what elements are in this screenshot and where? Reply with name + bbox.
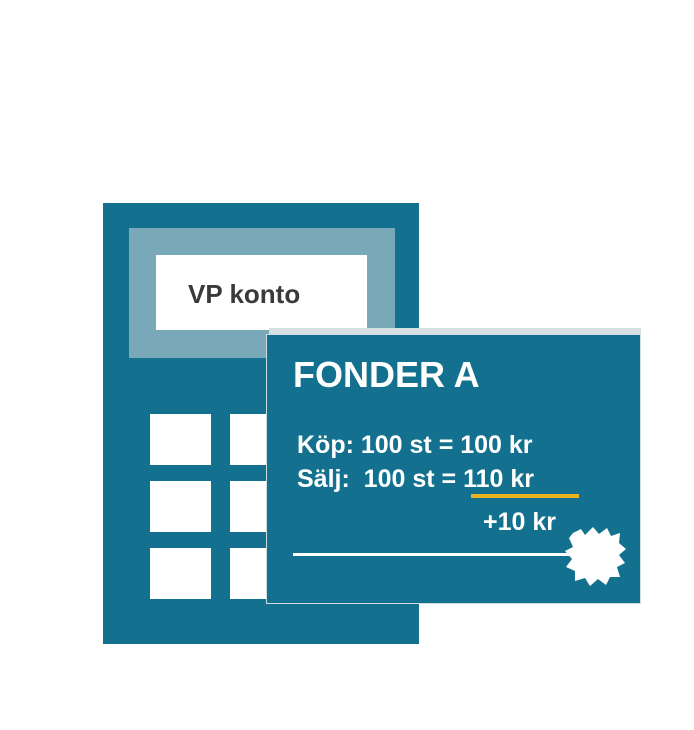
- account-label: VP konto: [188, 279, 301, 309]
- sell-prefix: Sälj: 100 st =: [297, 465, 464, 493]
- profit-result: +10 kr: [483, 508, 556, 536]
- buy-line: Köp: 100 st = 100 kr: [297, 431, 533, 459]
- calculator-key: [150, 548, 211, 599]
- sell-amount-underline: [471, 494, 579, 498]
- torn-paper-icon: [565, 527, 626, 586]
- calculator-screen: VP konto: [156, 255, 367, 330]
- calculator-key: [150, 414, 211, 465]
- fund-title: FONDER A: [293, 354, 480, 395]
- sum-line: [293, 553, 571, 556]
- calculator-key: [150, 481, 211, 532]
- card-top-edge: [269, 328, 641, 336]
- sell-amount: 110 kr: [463, 465, 534, 493]
- fund-card: FONDER A Köp: 100 st = 100 kr Sälj: 100 …: [266, 334, 641, 604]
- sell-line: Sälj: 100 st = 110 kr: [297, 467, 534, 492]
- calculator-screen-frame: VP konto: [129, 228, 395, 358]
